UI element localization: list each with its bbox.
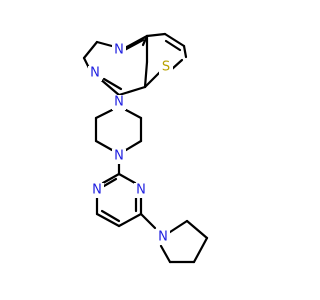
atom-n-piperazine-bottom: N [112, 149, 126, 164]
bond [164, 39, 182, 52]
bond [192, 236, 209, 264]
bond [121, 34, 149, 51]
chemical-structure: N N S N N N N N [82, 32, 209, 264]
bond [82, 40, 99, 60]
bond [94, 139, 114, 152]
bond [100, 209, 121, 223]
bond [143, 60, 149, 89]
atom-n-pyrrolidine: N [156, 230, 170, 245]
bond [117, 85, 147, 97]
atom-label-n: N [158, 230, 168, 245]
bond [101, 172, 121, 185]
bond [139, 212, 157, 230]
bond [95, 212, 121, 228]
atom-label-n: N [114, 95, 124, 110]
atom-label-layer: N N S N N N N N [88, 43, 173, 245]
bond [165, 219, 189, 236]
bond [145, 32, 167, 38]
atom-s-thiophene: S [159, 60, 173, 75]
bond [163, 32, 186, 48]
bond [182, 44, 188, 59]
atom-label-n: N [90, 66, 100, 81]
atom-label-n: N [136, 183, 146, 198]
atom-label-n: N [114, 149, 124, 164]
atom-n-lower-pyrimidine-left: N [90, 183, 104, 198]
bond [97, 76, 121, 97]
bond [124, 108, 143, 120]
bond [185, 219, 209, 240]
bond [143, 70, 162, 89]
atom-label-n: N [114, 43, 124, 58]
bond [159, 244, 172, 264]
bond [94, 108, 114, 120]
atom-n-pyrimidine-top: N [112, 43, 126, 58]
atom-label-s: S [162, 60, 170, 75]
atom-n-pyrimidine-left: N [88, 66, 102, 81]
bond [117, 172, 137, 185]
bond [170, 58, 184, 71]
atom-label-n: N [92, 183, 102, 198]
bond-layer [82, 32, 209, 264]
bond [124, 139, 143, 152]
atom-n-lower-pyrimidine-right: N [134, 183, 148, 198]
atom-n-piperazine-top: N [112, 95, 126, 110]
bond [102, 77, 123, 91]
bond [102, 177, 118, 188]
bond [117, 212, 143, 228]
